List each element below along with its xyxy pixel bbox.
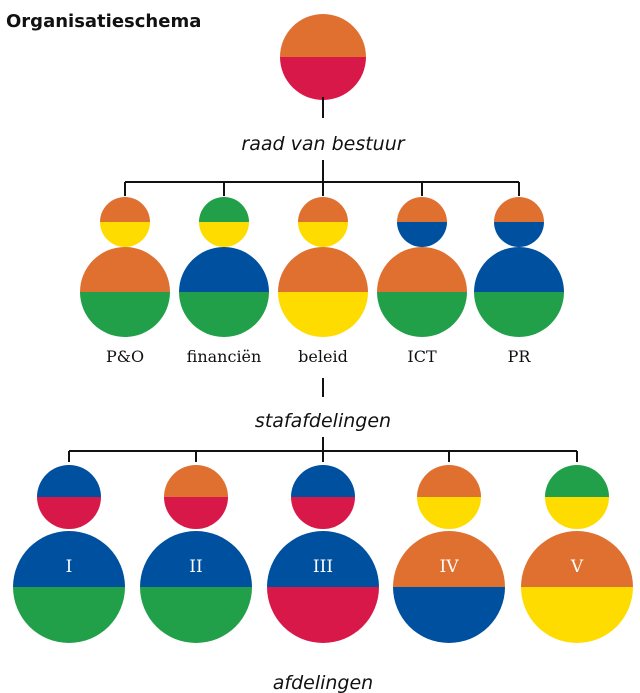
department-unit-label: V xyxy=(570,557,584,577)
department-small-circle xyxy=(291,465,355,529)
staff-small-circle-top-half xyxy=(199,197,249,222)
staff-large-circle-bottom-half xyxy=(474,292,564,337)
department-large-circle xyxy=(140,531,252,643)
chart-title: Organisatieschema xyxy=(6,11,201,32)
department-small-circle xyxy=(37,465,101,529)
department-large-circle xyxy=(521,531,633,643)
staff-large-circle xyxy=(80,247,170,337)
department-small-circle-bottom-half xyxy=(417,497,481,529)
staff-large-circle xyxy=(474,247,564,337)
department-small-circle-bottom-half xyxy=(37,497,101,529)
board-circle-top-half xyxy=(280,14,366,57)
staff-large-circle-bottom-half xyxy=(80,292,170,337)
department-large-circle-top-half xyxy=(140,531,252,587)
staff-small-circle-bottom-half xyxy=(397,222,447,247)
board-node xyxy=(280,14,366,100)
staff-small-circle-bottom-half xyxy=(100,222,150,247)
department-large-circle xyxy=(267,531,379,643)
staff-unit-label: P&O xyxy=(106,347,144,366)
department-unit: III xyxy=(267,465,379,643)
department-small-circle-top-half xyxy=(291,465,355,497)
staff-unit-label: financiën xyxy=(187,347,262,366)
department-unit: IV xyxy=(393,465,505,643)
department-small-circle xyxy=(164,465,228,529)
staff-large-circle xyxy=(179,247,269,337)
staff-large-circle-top-half xyxy=(474,247,564,292)
staff-unit-label: PR xyxy=(508,347,532,366)
department-unit: V xyxy=(521,465,633,643)
staff-large-circle-bottom-half xyxy=(179,292,269,337)
staff-small-circle xyxy=(298,197,348,247)
department-small-circle-bottom-half xyxy=(291,497,355,529)
staff-unit: ICT xyxy=(377,197,467,366)
staff-small-circle xyxy=(397,197,447,247)
department-large-circle-bottom-half xyxy=(393,587,505,643)
department-large-circle-bottom-half xyxy=(267,587,379,643)
staff-unit: beleid xyxy=(278,197,368,366)
department-small-circle-top-half xyxy=(545,465,609,497)
staff-unit-label: beleid xyxy=(298,347,348,366)
department-small-circle xyxy=(417,465,481,529)
staff-small-circle-top-half xyxy=(298,197,348,222)
staff-small-circle-top-half xyxy=(397,197,447,222)
department-unit-label: II xyxy=(189,557,202,577)
department-small-circle-bottom-half xyxy=(164,497,228,529)
department-unit-label: III xyxy=(313,557,333,577)
staff-unit: financiën xyxy=(179,197,269,366)
departments-caption: afdelingen xyxy=(273,672,373,693)
staff-large-circle-top-half xyxy=(377,247,467,292)
staff-small-circle-top-half xyxy=(494,197,544,222)
board-circle xyxy=(280,14,366,100)
staff-large-circle xyxy=(377,247,467,337)
department-small-circle-top-half xyxy=(417,465,481,497)
staff-unit-label: ICT xyxy=(407,347,437,366)
department-unit-label: I xyxy=(66,557,73,577)
staff-small-circle xyxy=(100,197,150,247)
staff-small-circle-bottom-half xyxy=(298,222,348,247)
department-large-circle-bottom-half xyxy=(140,587,252,643)
staff-small-circle xyxy=(199,197,249,247)
staff-small-circle-top-half xyxy=(100,197,150,222)
staff-large-circle-top-half xyxy=(80,247,170,292)
staff-unit: PR xyxy=(474,197,564,366)
staff-large-circle-top-half xyxy=(278,247,368,292)
board-circle-bottom-half xyxy=(280,57,366,100)
department-large-circle-bottom-half xyxy=(13,587,125,643)
staff-connectors xyxy=(124,160,520,196)
staff-small-circle-bottom-half xyxy=(494,222,544,247)
staff-large-circle-top-half xyxy=(179,247,269,292)
staff-large-circle-bottom-half xyxy=(278,292,368,337)
department-large-circle-bottom-half xyxy=(521,587,633,643)
staff-small-circle-bottom-half xyxy=(199,222,249,247)
department-large-circle-top-half xyxy=(13,531,125,587)
department-large-circle-top-half xyxy=(521,531,633,587)
staff-large-circle-bottom-half xyxy=(377,292,467,337)
department-unit: I xyxy=(13,465,125,643)
department-large-circle-top-half xyxy=(267,531,379,587)
department-small-circle-bottom-half xyxy=(545,497,609,529)
department-small-circle-top-half xyxy=(164,465,228,497)
department-unit: II xyxy=(140,465,252,643)
staff-small-circle xyxy=(494,197,544,247)
staff-caption: stafafdelingen xyxy=(255,410,391,432)
staff-units: P&O financiën beleid ICT PR xyxy=(80,197,564,366)
department-large-circle xyxy=(13,531,125,643)
staff-large-circle xyxy=(278,247,368,337)
department-small-circle-top-half xyxy=(37,465,101,497)
department-connectors xyxy=(68,437,578,462)
department-large-circle xyxy=(393,531,505,643)
department-large-circle-top-half xyxy=(393,531,505,587)
board-caption: raad van bestuur xyxy=(241,133,405,155)
department-small-circle xyxy=(545,465,609,529)
staff-unit: P&O xyxy=(80,197,170,366)
department-unit-label: IV xyxy=(440,557,460,577)
